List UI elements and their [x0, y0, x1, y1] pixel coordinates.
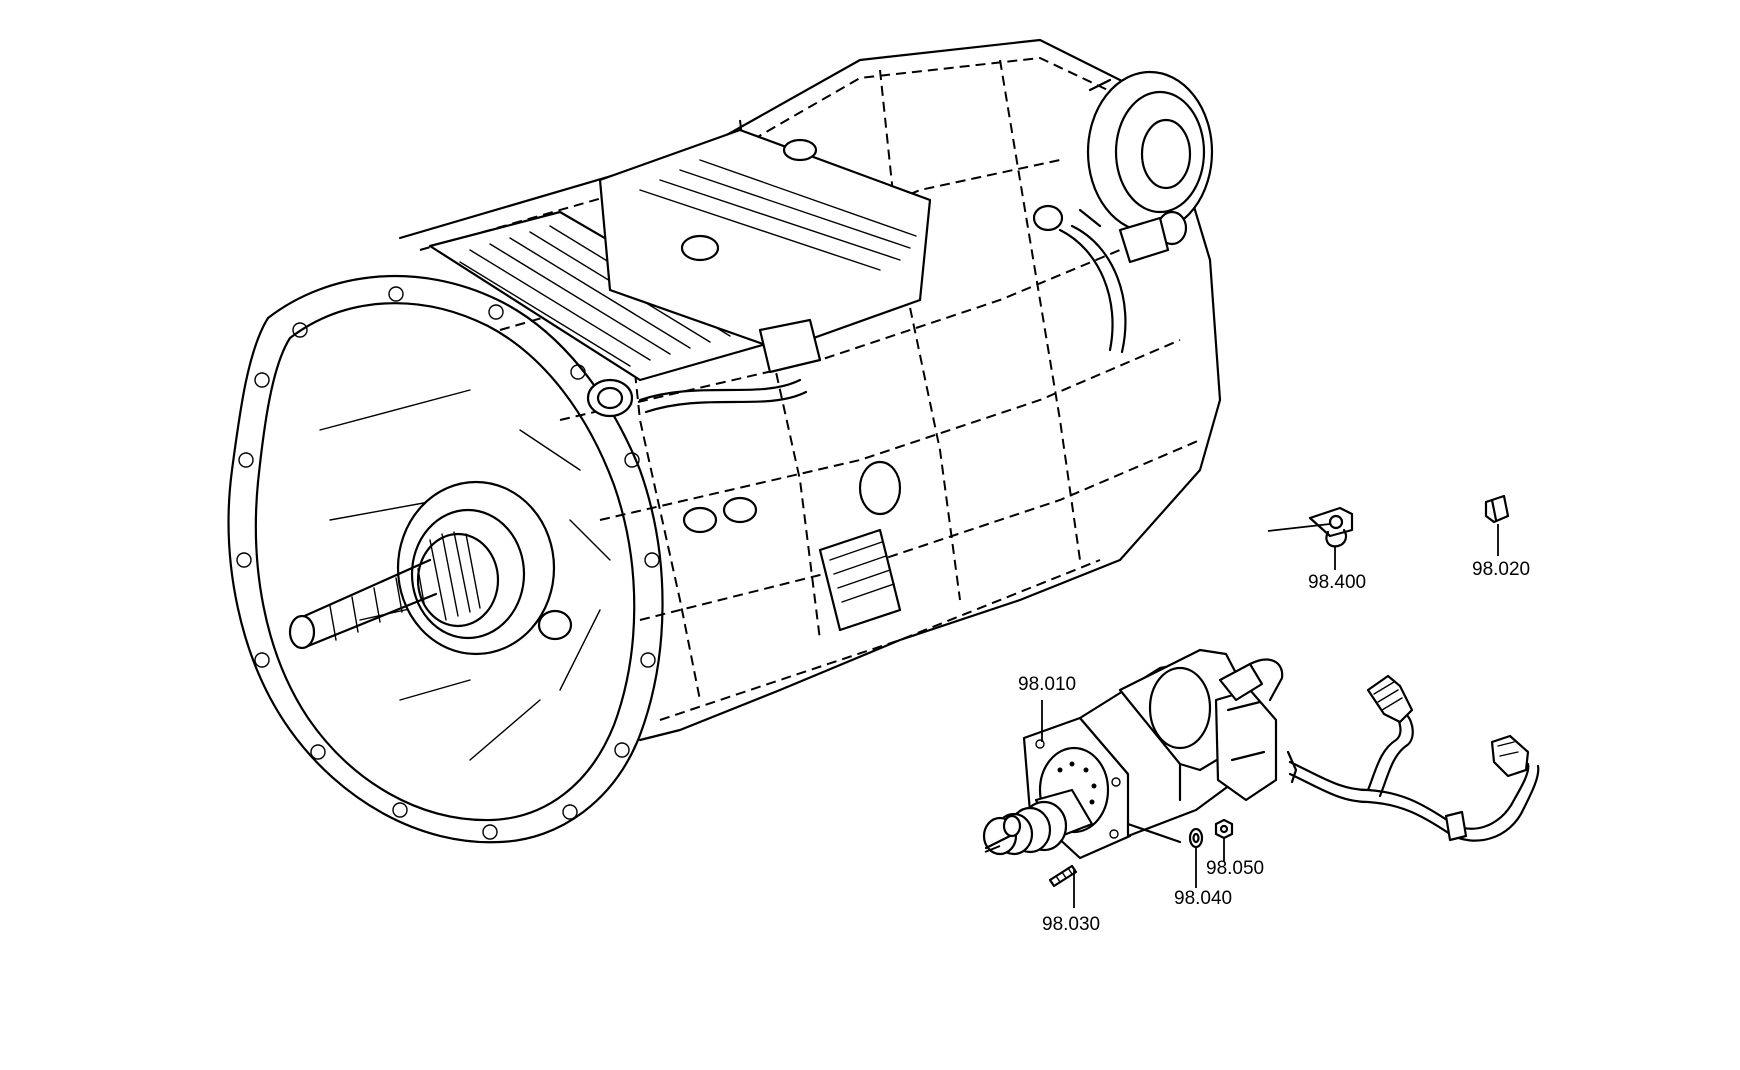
callout-98-040: 98.040	[1174, 888, 1233, 909]
part-98-040-washer	[1188, 827, 1204, 888]
part-98-010-clutch-actuator	[982, 648, 1540, 860]
callout-98-010: 98.010	[1018, 674, 1077, 695]
callout-98-020: 98.020	[1472, 559, 1531, 580]
part-98-020-bracket	[1484, 494, 1510, 556]
transmission-housing	[227, 38, 1222, 844]
callout-98-400: 98.400	[1308, 572, 1367, 593]
callout-98-030: 98.030	[1042, 914, 1101, 935]
part-98-030-stud	[1048, 864, 1078, 908]
part-98-050-nut	[1214, 818, 1234, 862]
callout-98-050: 98.050	[1206, 858, 1265, 879]
part-98-400-clip	[1267, 506, 1354, 570]
